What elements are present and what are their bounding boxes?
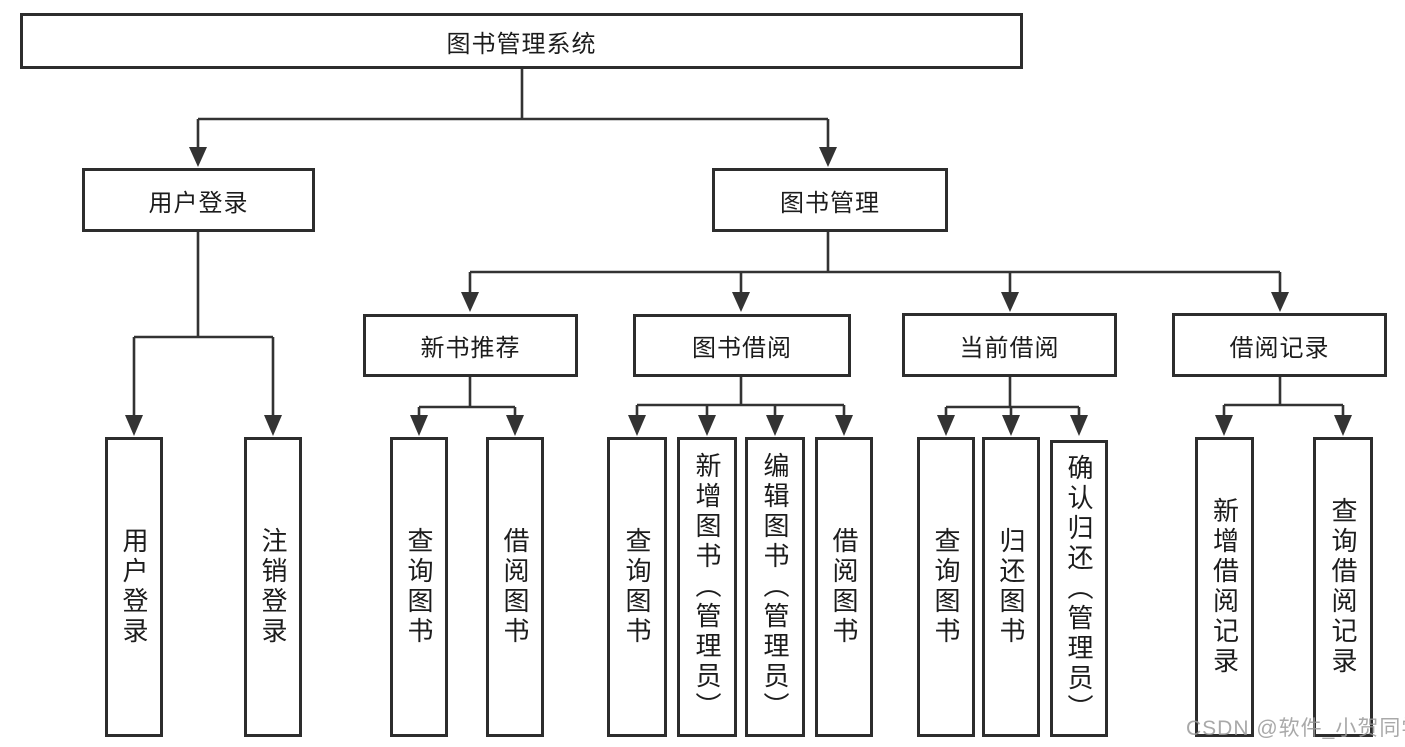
watermark: CSDN @软件_小贺同学 bbox=[1186, 717, 1405, 740]
node-label: 编辑图书（管理员） bbox=[760, 452, 790, 722]
node-label: 借阅图书 bbox=[500, 527, 530, 647]
node-label: 注销登录 bbox=[258, 527, 288, 647]
node-current-borrow: 当前借阅 bbox=[902, 313, 1117, 377]
leaf-cb-confirm-return-admin: 确认归还（管理员） bbox=[1050, 440, 1108, 737]
node-label: 图书管理 bbox=[780, 189, 880, 217]
node-label: 查询借阅记录 bbox=[1328, 497, 1358, 677]
node-label: 新增图书（管理员） bbox=[692, 452, 722, 722]
node-label: 新书推荐 bbox=[420, 335, 521, 362]
node-label: 借阅记录 bbox=[1229, 334, 1330, 362]
node-borrow-records: 借阅记录 bbox=[1172, 313, 1387, 377]
node-new-book-recommend: 新书推荐 bbox=[363, 314, 578, 377]
node-label: 确认归还（管理员） bbox=[1064, 453, 1094, 724]
connector-borrowrecords-to-leaves bbox=[1215, 377, 1352, 436]
leaf-bb-query-books: 查询图书 bbox=[607, 437, 667, 737]
leaf-bb-add-books-admin: 新增图书（管理员） bbox=[677, 437, 737, 737]
connector-bookmgmt-to-level2 bbox=[461, 232, 1289, 312]
node-label: 查询图书 bbox=[931, 527, 961, 647]
leaf-logout: 注销登录 bbox=[244, 437, 302, 737]
leaf-cb-return-books: 归还图书 bbox=[982, 437, 1040, 737]
connector-newbook-to-leaves bbox=[410, 377, 524, 436]
node-label: 新增借阅记录 bbox=[1209, 497, 1240, 677]
node-label: 归还图书 bbox=[996, 527, 1026, 647]
node-label: 图书管理系统 bbox=[446, 30, 597, 58]
leaf-bb-edit-books-admin: 编辑图书（管理员） bbox=[745, 437, 805, 737]
leaf-nb-borrow-books: 借阅图书 bbox=[486, 437, 544, 737]
node-label: 查询图书 bbox=[404, 527, 434, 647]
node-book-borrow: 图书借阅 bbox=[633, 314, 851, 377]
leaf-user-login: 用户登录 bbox=[105, 437, 163, 737]
leaf-br-add-record: 新增借阅记录 bbox=[1195, 437, 1254, 737]
node-label: 查询图书 bbox=[622, 527, 652, 647]
connector-root-to-level1 bbox=[189, 69, 837, 167]
node-label: 借阅图书 bbox=[829, 527, 859, 647]
leaf-br-query-record: 查询借阅记录 bbox=[1313, 437, 1373, 737]
connector-currentborrow-to-leaves bbox=[937, 377, 1088, 436]
node-label: 用户登录 bbox=[119, 527, 149, 647]
leaf-bb-borrow-books: 借阅图书 bbox=[815, 437, 873, 737]
leaf-cb-query-books: 查询图书 bbox=[917, 437, 975, 737]
node-root: 图书管理系统 bbox=[20, 13, 1023, 69]
node-book-management: 图书管理 bbox=[712, 168, 948, 232]
connector-userlogin-to-leaves bbox=[125, 232, 282, 436]
leaf-nb-query-books: 查询图书 bbox=[390, 437, 448, 737]
connector-bookborrow-to-leaves bbox=[628, 377, 853, 436]
node-label: 用户登录 bbox=[148, 189, 249, 217]
node-label: 图书借阅 bbox=[692, 335, 792, 362]
node-label: 当前借阅 bbox=[959, 334, 1060, 362]
node-user-login: 用户登录 bbox=[82, 168, 315, 232]
